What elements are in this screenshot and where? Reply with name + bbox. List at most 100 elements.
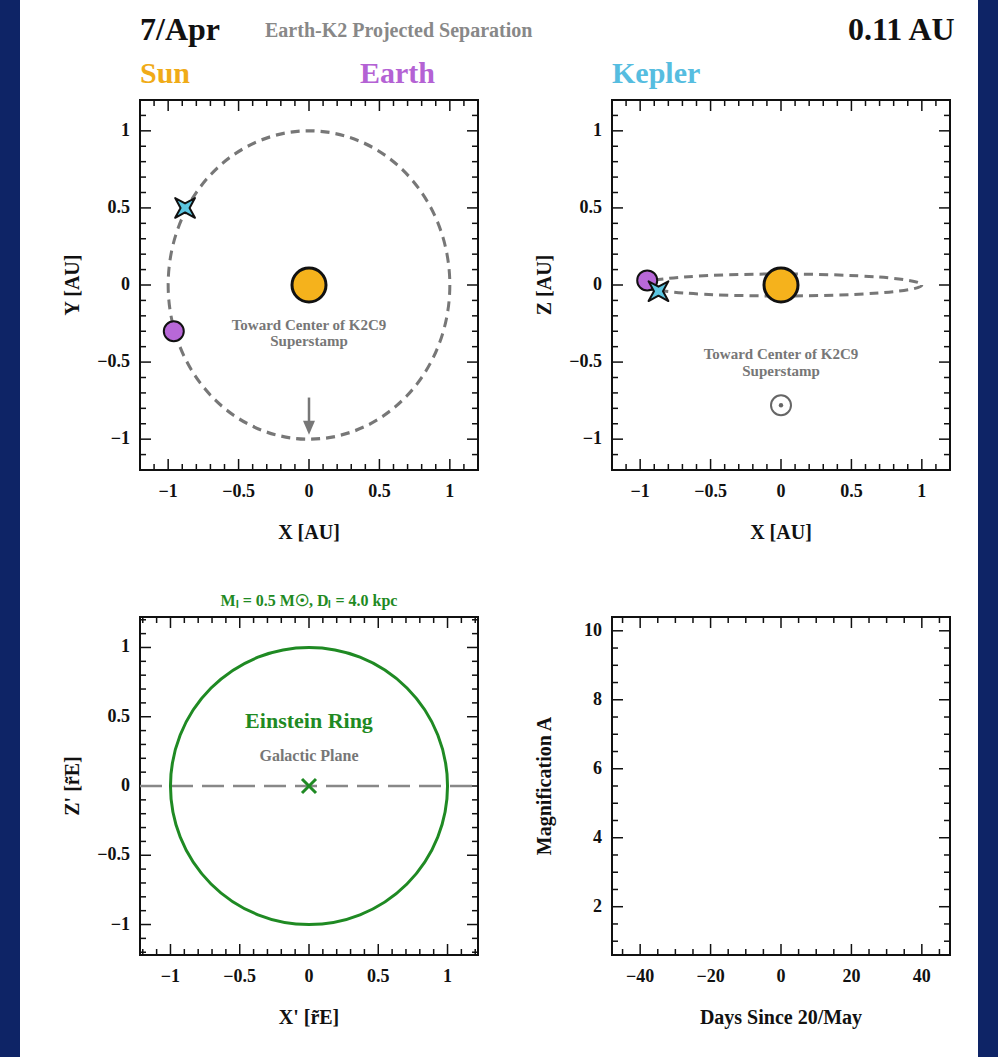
axis-tick <box>612 630 623 632</box>
axis-tick <box>675 949 677 955</box>
tick-label: −0.5 <box>97 352 130 372</box>
axis-tick <box>351 464 353 470</box>
axis-tick <box>612 146 618 148</box>
axis-tick <box>252 100 254 106</box>
axis-tick <box>467 647 478 649</box>
axis-tick <box>224 464 226 470</box>
axis-tick <box>140 661 146 663</box>
axis-tick <box>419 949 421 955</box>
axis-tick <box>612 269 618 271</box>
tick-label: −1 <box>111 429 130 449</box>
axis-tick <box>196 100 198 106</box>
axis-tick <box>611 464 613 470</box>
axis-tick <box>944 423 950 425</box>
header-text: Earth <box>360 56 435 89</box>
axis-tick <box>612 647 618 649</box>
tick-label: 1 <box>443 967 452 987</box>
axis-tick <box>140 454 146 456</box>
axis-tick <box>140 910 146 912</box>
panel-ground <box>20 0 978 1057</box>
axis-tick <box>612 665 618 667</box>
axis-tick <box>745 949 747 955</box>
axis-tick <box>780 459 782 470</box>
axis-tick <box>944 923 950 925</box>
axis-tick <box>294 949 296 955</box>
axis-tick <box>364 949 366 955</box>
axis-tick <box>365 464 367 470</box>
axis-tick <box>210 100 212 106</box>
axis-tick <box>472 896 478 898</box>
axis-tick <box>472 392 478 394</box>
axis-tick <box>939 207 950 209</box>
axis-tick <box>336 617 338 623</box>
axis-tick <box>472 315 478 317</box>
axis-tick <box>472 827 478 829</box>
axis-tick <box>851 100 853 111</box>
axis-tick <box>944 377 950 379</box>
axis-tick <box>808 100 810 106</box>
axis-tick <box>433 617 435 623</box>
axis-tick <box>654 100 656 106</box>
axis-tick <box>612 454 618 456</box>
sun-symbol-dot <box>779 403 783 407</box>
axis-tick <box>766 100 768 106</box>
axis-tick <box>738 464 740 470</box>
axis-tick <box>939 617 941 623</box>
axis-tick <box>939 949 941 955</box>
axis-tick <box>393 464 395 470</box>
axis-tick <box>170 944 172 955</box>
axis-tick <box>612 716 618 718</box>
axis-tick <box>939 837 950 839</box>
axis-tick <box>350 617 352 623</box>
tick-label: 0 <box>121 275 130 295</box>
header-text: Earth-K2 Projected Separation <box>265 19 532 41</box>
axis-tick <box>639 617 641 628</box>
axis-tick <box>612 734 618 736</box>
axis-tick <box>140 361 151 363</box>
axis-tick <box>612 346 618 348</box>
axis-tick <box>738 100 740 106</box>
axis-tick <box>140 300 146 302</box>
axis-tick <box>472 619 478 621</box>
axis-tick <box>612 315 618 317</box>
tick-label: 0.5 <box>840 482 863 502</box>
tick-label: 0.5 <box>368 482 391 502</box>
axis-tick <box>211 949 213 955</box>
axis-tick <box>944 454 950 456</box>
axis-tick <box>612 377 618 379</box>
axis-tick <box>322 617 324 623</box>
axis-tick <box>365 100 367 106</box>
axis-tick <box>851 617 853 628</box>
axis-tick <box>612 837 623 839</box>
axis-tick <box>939 130 950 132</box>
axis-tick <box>921 100 923 111</box>
plot-annotation: Toward Center of K2C9 Superstamp <box>696 346 866 379</box>
tick-label: 6 <box>593 759 602 779</box>
axis-tick <box>467 361 478 363</box>
axis-tick <box>211 617 213 623</box>
axis-tick <box>238 100 240 111</box>
axis-tick <box>724 464 726 470</box>
axis-tick <box>140 827 146 829</box>
axis-tick <box>472 951 478 953</box>
axis-tick <box>472 269 478 271</box>
axis-tick <box>447 944 449 955</box>
tick-label: −1 <box>583 429 602 449</box>
axis-tick <box>939 906 950 908</box>
axis-tick <box>612 331 618 333</box>
axis-tick <box>949 100 951 106</box>
axis-tick <box>472 346 478 348</box>
tick-label: −0.5 <box>569 352 602 372</box>
axis-tick <box>944 682 950 684</box>
axis-tick <box>308 459 310 470</box>
axis-tick <box>239 944 241 955</box>
tick-label: −20 <box>696 967 724 987</box>
axis-tick <box>949 464 951 470</box>
axis-tick <box>612 300 618 302</box>
axis-tick <box>461 617 463 623</box>
axis-tick <box>477 464 479 470</box>
axis-tick <box>798 617 800 623</box>
lens-parameters: Mₗ = 0.5 M☉, Dₗ = 4.0 kpc <box>221 592 398 610</box>
axis-tick <box>472 161 478 163</box>
